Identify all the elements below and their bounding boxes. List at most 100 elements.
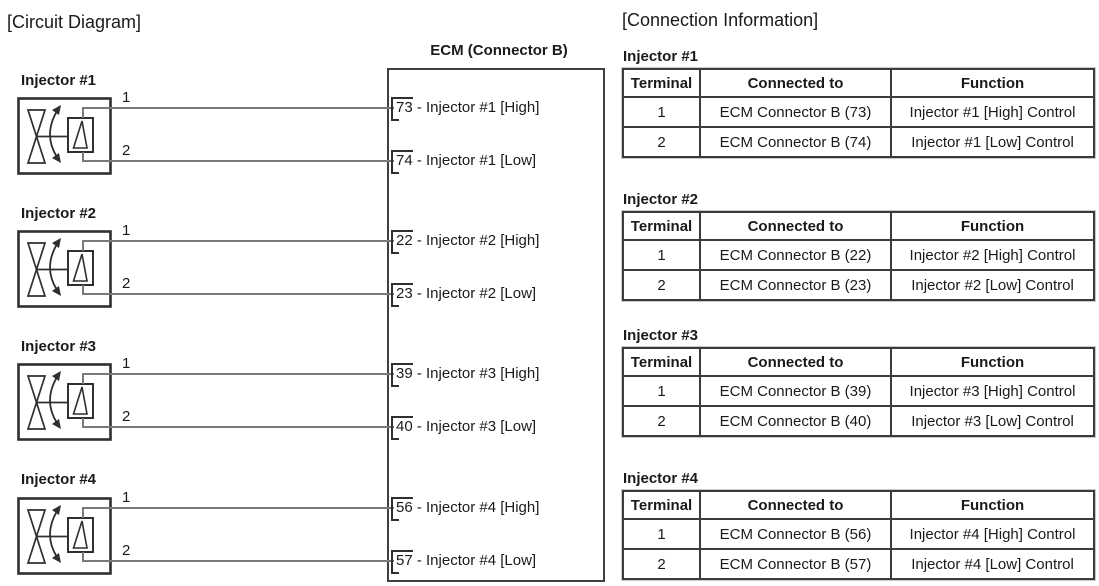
pin-label: 74 - Injector #1 [Low] bbox=[396, 152, 537, 169]
col-header-terminal: Terminal bbox=[622, 211, 701, 241]
injector-label: Injector #4 bbox=[21, 471, 97, 488]
col-header-connected-to: Connected to bbox=[699, 490, 892, 520]
col-header-connected-to: Connected to bbox=[699, 347, 892, 377]
col-header-terminal: Terminal bbox=[622, 347, 701, 377]
pin-bracket-icon bbox=[391, 230, 413, 254]
terminal-number: 1 bbox=[122, 222, 131, 239]
terminal-cell: 2 bbox=[622, 269, 701, 301]
col-header-connected-to: Connected to bbox=[699, 68, 892, 98]
terminal-cell: 2 bbox=[622, 126, 701, 158]
terminal-cell: 1 bbox=[622, 375, 701, 407]
injector-label: Injector #1 bbox=[21, 72, 97, 89]
table-row: 1 ECM Connector B (39) Injector #3 [High… bbox=[622, 375, 1095, 407]
function-cell: Injector #4 [High] Control bbox=[890, 518, 1095, 550]
pin-label: 23 - Injector #2 [Low] bbox=[396, 285, 537, 302]
col-header-terminal: Terminal bbox=[622, 490, 701, 520]
wire-high bbox=[111, 507, 394, 509]
table-row: 2 ECM Connector B (74) Injector #1 [Low]… bbox=[622, 126, 1095, 158]
col-header-function: Function bbox=[890, 68, 1095, 98]
function-cell: Injector #2 [Low] Control bbox=[890, 269, 1095, 301]
pin-label: 40 - Injector #3 [Low] bbox=[396, 418, 537, 435]
terminal-number: 1 bbox=[122, 89, 131, 106]
header-row: Terminal Connected to Function bbox=[622, 347, 1095, 377]
pin-bracket-icon bbox=[391, 150, 413, 174]
connection-table: Terminal Connected to Function 1 ECM Con… bbox=[622, 490, 1095, 580]
pin-bracket-icon bbox=[391, 363, 413, 387]
connected-to-cell: ECM Connector B (23) bbox=[699, 269, 892, 301]
table-title: Injector #4 bbox=[623, 470, 699, 487]
table-row: 2 ECM Connector B (40) Injector #3 [Low]… bbox=[622, 405, 1095, 437]
function-cell: Injector #4 [Low] Control bbox=[890, 548, 1095, 580]
connected-to-cell: ECM Connector B (40) bbox=[699, 405, 892, 437]
connected-to-cell: ECM Connector B (57) bbox=[699, 548, 892, 580]
connection-information-title: [Connection Information] bbox=[622, 10, 819, 30]
terminal-number: 1 bbox=[122, 489, 131, 506]
pin-bracket-icon bbox=[391, 497, 413, 521]
injector-label: Injector #2 bbox=[21, 205, 97, 222]
function-cell: Injector #3 [High] Control bbox=[890, 375, 1095, 407]
connection-table: Terminal Connected to Function 1 ECM Con… bbox=[622, 347, 1095, 437]
terminal-number: 2 bbox=[122, 408, 131, 425]
connected-to-cell: ECM Connector B (56) bbox=[699, 518, 892, 550]
terminal-number: 2 bbox=[122, 542, 131, 559]
terminal-cell: 2 bbox=[622, 405, 701, 437]
wire-low bbox=[111, 426, 394, 428]
terminal-number: 2 bbox=[122, 142, 131, 159]
wire-high bbox=[111, 107, 394, 109]
pin-label: 39 - Injector #3 [High] bbox=[396, 365, 540, 382]
function-cell: Injector #1 [High] Control bbox=[890, 96, 1095, 128]
header-row: Terminal Connected to Function bbox=[622, 68, 1095, 98]
terminal-number: 2 bbox=[122, 275, 131, 292]
injector-symbol bbox=[17, 497, 112, 575]
pin-bracket-icon bbox=[391, 283, 413, 307]
col-header-function: Function bbox=[890, 211, 1095, 241]
wire-high bbox=[111, 240, 394, 242]
header-row: Terminal Connected to Function bbox=[622, 211, 1095, 241]
injector-symbol bbox=[17, 230, 112, 308]
wire-low bbox=[111, 160, 394, 162]
function-cell: Injector #1 [Low] Control bbox=[890, 126, 1095, 158]
pin-bracket-icon bbox=[391, 550, 413, 574]
connection-table: Terminal Connected to Function 1 ECM Con… bbox=[622, 211, 1095, 301]
terminal-cell: 1 bbox=[622, 239, 701, 271]
pin-label: 73 - Injector #1 [High] bbox=[396, 99, 540, 116]
col-header-function: Function bbox=[890, 490, 1095, 520]
table-row: 1 ECM Connector B (22) Injector #2 [High… bbox=[622, 239, 1095, 271]
connected-to-cell: ECM Connector B (22) bbox=[699, 239, 892, 271]
wire-low bbox=[111, 560, 394, 562]
col-header-connected-to: Connected to bbox=[699, 211, 892, 241]
col-header-terminal: Terminal bbox=[622, 68, 701, 98]
terminal-cell: 2 bbox=[622, 548, 701, 580]
pin-label: 22 - Injector #2 [High] bbox=[396, 232, 540, 249]
ecm-connector-title: ECM (Connector B) bbox=[430, 42, 568, 59]
table-row: 1 ECM Connector B (73) Injector #1 [High… bbox=[622, 96, 1095, 128]
connection-table: Terminal Connected to Function 1 ECM Con… bbox=[622, 68, 1095, 158]
connected-to-cell: ECM Connector B (74) bbox=[699, 126, 892, 158]
pin-bracket-icon bbox=[391, 416, 413, 440]
table-title: Injector #1 bbox=[623, 48, 699, 65]
table-row: 2 ECM Connector B (23) Injector #2 [Low]… bbox=[622, 269, 1095, 301]
table-row: 1 ECM Connector B (56) Injector #4 [High… bbox=[622, 518, 1095, 550]
connection-information-section: [Connection Information] Injector #1 Ter… bbox=[621, 0, 1099, 586]
injector-symbol bbox=[17, 97, 112, 175]
table-row: 2 ECM Connector B (57) Injector #4 [Low]… bbox=[622, 548, 1095, 580]
table-title: Injector #2 bbox=[623, 191, 699, 208]
terminal-cell: 1 bbox=[622, 518, 701, 550]
pin-label: 57 - Injector #4 [Low] bbox=[396, 552, 537, 569]
injector-symbol bbox=[17, 363, 112, 441]
function-cell: Injector #2 [High] Control bbox=[890, 239, 1095, 271]
table-title: Injector #3 bbox=[623, 327, 699, 344]
wire-low bbox=[111, 293, 394, 295]
ecm-box bbox=[387, 68, 605, 582]
wire-high bbox=[111, 373, 394, 375]
terminal-cell: 1 bbox=[622, 96, 701, 128]
pin-label: 56 - Injector #4 [High] bbox=[396, 499, 540, 516]
pin-bracket-icon bbox=[391, 97, 413, 121]
col-header-function: Function bbox=[890, 347, 1095, 377]
terminal-number: 1 bbox=[122, 355, 131, 372]
circuit-diagram-title: [Circuit Diagram] bbox=[7, 12, 142, 32]
header-row: Terminal Connected to Function bbox=[622, 490, 1095, 520]
function-cell: Injector #3 [Low] Control bbox=[890, 405, 1095, 437]
connected-to-cell: ECM Connector B (73) bbox=[699, 96, 892, 128]
